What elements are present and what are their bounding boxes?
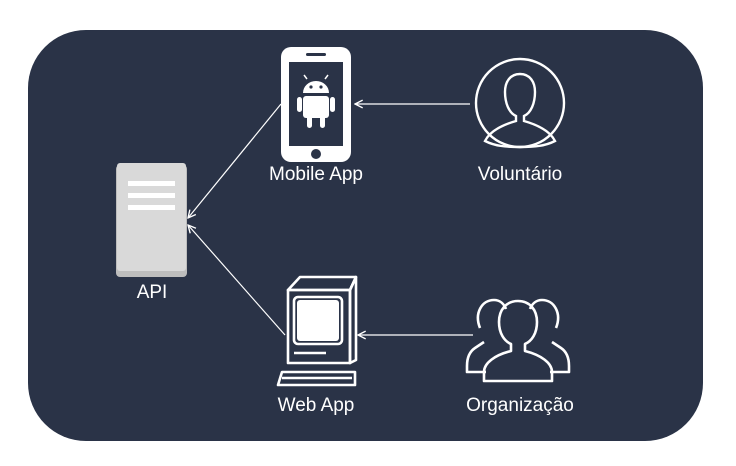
users-group-icon (465, 298, 571, 383)
web-app-label: Web App (277, 395, 355, 416)
api-label: API (136, 282, 168, 303)
voluntario-label: Voluntário (477, 164, 563, 185)
edge-mobile-app-to-api (188, 103, 282, 218)
edge-web-app-to-api (188, 225, 286, 336)
server-icon (116, 163, 187, 277)
android-phone-icon (281, 47, 351, 162)
desktop-computer-icon (276, 275, 358, 387)
user-icon (474, 57, 566, 149)
mobile-app-label: Mobile App (268, 164, 364, 185)
organizacao-label: Organização (466, 395, 574, 416)
